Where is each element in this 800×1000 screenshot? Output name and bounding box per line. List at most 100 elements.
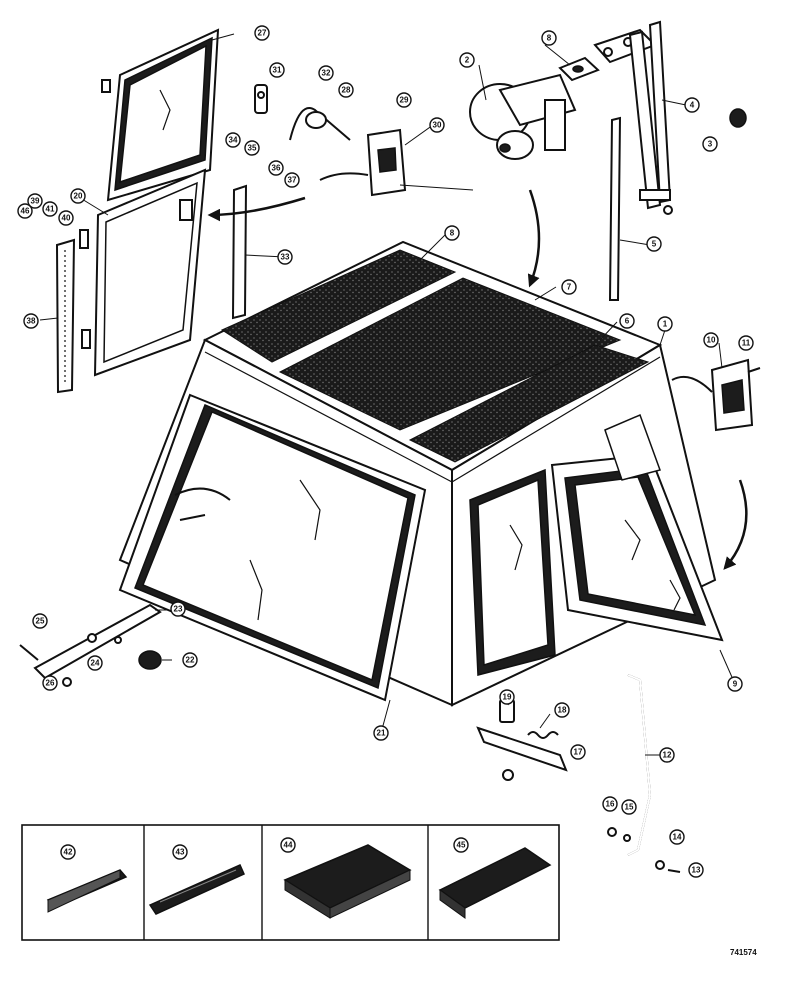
headliner-pad-center bbox=[278, 277, 622, 431]
callout-19: 19 bbox=[499, 689, 515, 705]
svg-text:46: 46 bbox=[21, 207, 30, 216]
callout-16: 16 bbox=[602, 796, 618, 812]
door-lower-frame bbox=[93, 168, 207, 377]
callout-23: 23 bbox=[170, 601, 186, 617]
hinge-strip bbox=[55, 229, 91, 394]
svg-text:37: 37 bbox=[288, 176, 297, 185]
callout-1: 1 bbox=[657, 316, 673, 332]
svg-text:12: 12 bbox=[663, 751, 672, 760]
svg-text:36: 36 bbox=[272, 164, 281, 173]
svg-text:23: 23 bbox=[174, 605, 183, 614]
svg-text:38: 38 bbox=[27, 317, 36, 326]
svg-text:41: 41 bbox=[46, 205, 55, 214]
weatherstrip-channel bbox=[231, 184, 248, 320]
svg-text:17: 17 bbox=[574, 748, 583, 757]
svg-text:35: 35 bbox=[248, 144, 257, 153]
svg-text:30: 30 bbox=[433, 121, 442, 130]
callout-11: 11 bbox=[738, 335, 754, 351]
callout-6: 6 bbox=[619, 313, 635, 329]
callout-28: 28 bbox=[338, 82, 354, 98]
svg-text:33: 33 bbox=[281, 253, 290, 262]
callout-30: 30 bbox=[429, 117, 445, 133]
svg-text:15: 15 bbox=[625, 803, 634, 812]
callout-3: 3 bbox=[702, 136, 718, 152]
callout-5: 5 bbox=[646, 236, 662, 252]
callout-32: 32 bbox=[318, 65, 334, 81]
callout-17: 17 bbox=[570, 744, 586, 760]
headliner-pad-left bbox=[220, 249, 457, 363]
svg-text:43: 43 bbox=[176, 848, 185, 857]
callout-35: 35 bbox=[244, 140, 260, 156]
callout-29: 29 bbox=[396, 92, 412, 108]
callout-8a: 8 bbox=[444, 225, 460, 241]
rear-side-glass bbox=[604, 413, 661, 481]
callout-10: 10 bbox=[703, 332, 719, 348]
callout-13: 13 bbox=[688, 862, 704, 878]
svg-text:19: 19 bbox=[503, 693, 512, 702]
svg-text:8: 8 bbox=[450, 229, 455, 238]
callout-45: 45 bbox=[453, 837, 469, 853]
svg-text:45: 45 bbox=[457, 841, 466, 850]
svg-text:13: 13 bbox=[692, 866, 701, 875]
svg-text:28: 28 bbox=[342, 86, 351, 95]
svg-text:9: 9 bbox=[733, 680, 738, 689]
svg-text:10: 10 bbox=[707, 336, 716, 345]
svg-text:6: 6 bbox=[625, 317, 630, 326]
callout-9: 9 bbox=[727, 676, 743, 692]
headliner-pad-right bbox=[408, 344, 650, 463]
callout-41: 41 bbox=[42, 201, 58, 217]
callout-4: 4 bbox=[684, 97, 700, 113]
svg-text:8: 8 bbox=[547, 34, 552, 43]
svg-text:44: 44 bbox=[284, 841, 293, 850]
svg-text:21: 21 bbox=[377, 729, 386, 738]
side-fixed-window bbox=[469, 468, 556, 676]
insulation-pad-44 bbox=[283, 844, 412, 919]
callout-33: 33 bbox=[277, 249, 293, 265]
callout-34: 34 bbox=[225, 132, 241, 148]
svg-text:24: 24 bbox=[91, 659, 100, 668]
callout-24: 24 bbox=[87, 655, 103, 671]
side-door bbox=[550, 453, 724, 642]
roof-headliner-pads bbox=[220, 249, 650, 463]
wiper-switch-knob bbox=[729, 108, 747, 128]
drawing-number: 741574 bbox=[730, 948, 757, 957]
callout-7: 7 bbox=[561, 279, 577, 295]
svg-text:32: 32 bbox=[322, 69, 331, 78]
windshield-latch-bar bbox=[19, 603, 162, 687]
assembly-arrows bbox=[207, 189, 748, 570]
svg-text:16: 16 bbox=[606, 800, 615, 809]
svg-text:11: 11 bbox=[742, 339, 751, 348]
insulation-pad-45 bbox=[438, 847, 552, 919]
callout-31: 31 bbox=[269, 62, 285, 78]
svg-text:2: 2 bbox=[465, 56, 470, 65]
door-lock-assembly bbox=[254, 84, 407, 197]
windshield-frame bbox=[118, 393, 427, 702]
callout-43: 43 bbox=[172, 844, 188, 860]
callout-18: 18 bbox=[554, 702, 570, 718]
svg-text:34: 34 bbox=[229, 136, 238, 145]
svg-text:14: 14 bbox=[673, 833, 682, 842]
svg-text:25: 25 bbox=[36, 617, 45, 626]
svg-text:40: 40 bbox=[62, 214, 71, 223]
svg-text:18: 18 bbox=[558, 706, 567, 715]
callout-25: 25 bbox=[32, 613, 48, 629]
callout-2: 2 bbox=[459, 52, 475, 68]
svg-text:7: 7 bbox=[567, 283, 572, 292]
callout-26: 26 bbox=[42, 675, 58, 691]
seal-strip-43 bbox=[148, 864, 245, 915]
svg-text:29: 29 bbox=[400, 96, 409, 105]
callout-44: 44 bbox=[280, 837, 296, 853]
callout-12: 12 bbox=[659, 747, 675, 763]
door-upper-sash bbox=[101, 28, 220, 202]
callout-37: 37 bbox=[284, 172, 300, 188]
callout-20: 20 bbox=[70, 188, 86, 204]
svg-text:27: 27 bbox=[258, 29, 267, 38]
svg-text:22: 22 bbox=[186, 656, 195, 665]
door-latch-right bbox=[671, 358, 761, 432]
svg-text:42: 42 bbox=[64, 848, 73, 857]
wiper-blade bbox=[608, 116, 622, 301]
callout-8b: 8 bbox=[541, 30, 557, 46]
svg-text:1: 1 bbox=[663, 320, 668, 329]
wiper-motor bbox=[469, 73, 577, 160]
